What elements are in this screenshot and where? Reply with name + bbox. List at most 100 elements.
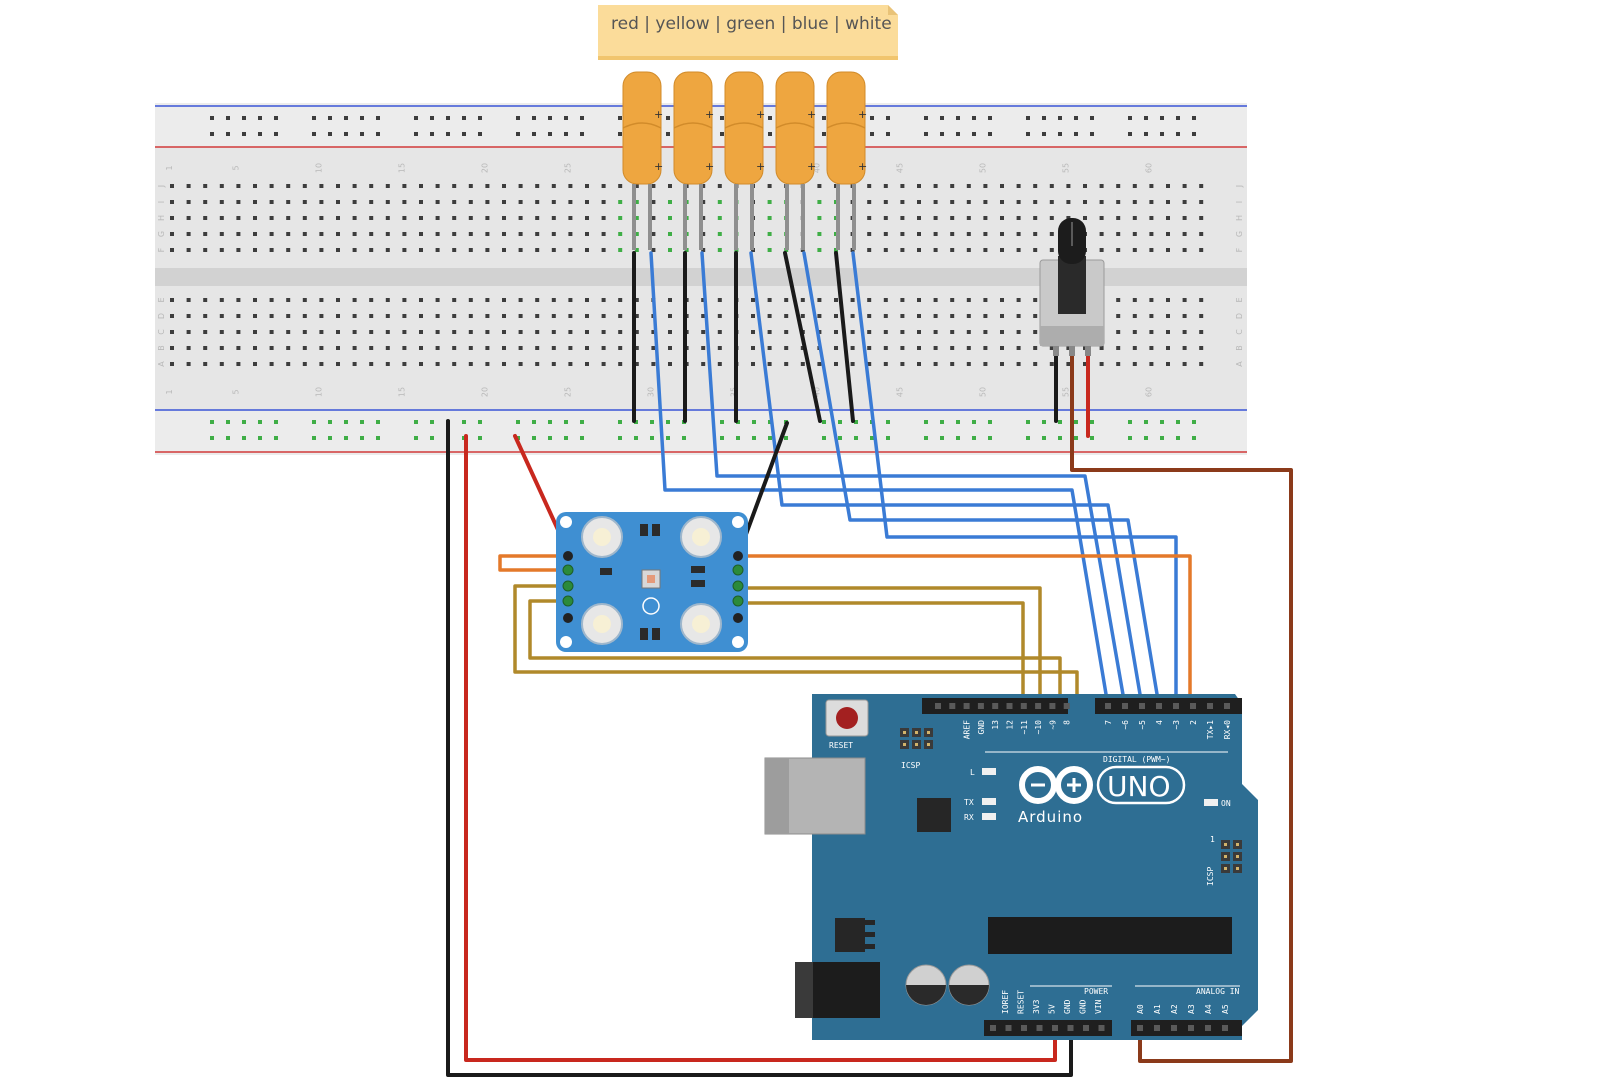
breadboard-rail-hole	[1026, 132, 1030, 136]
breadboard-hole	[717, 346, 722, 350]
header-pin	[1036, 1025, 1043, 1031]
breadboard-rail-hole	[258, 116, 262, 120]
breadboard-hole	[1016, 330, 1021, 334]
breadboard-hole	[867, 216, 872, 220]
icsp-pin-contact	[927, 743, 930, 746]
breadboard-hole	[452, 298, 457, 302]
breadboard-hole	[219, 248, 224, 252]
breadboard-hole	[966, 184, 971, 188]
sensor-pins	[562, 551, 744, 623]
breadboard-hole	[883, 232, 888, 236]
breadboard-hole	[1199, 200, 1204, 204]
icsp-pin-contact	[1224, 867, 1227, 870]
breadboard-hole	[385, 216, 390, 220]
breadboard-rail-hole	[1090, 132, 1094, 136]
breadboard-row-letter: I	[157, 201, 166, 203]
breadboard-rail-hole	[1144, 132, 1148, 136]
breadboard-hole	[1116, 216, 1121, 220]
breadboard-rail-hole	[1192, 132, 1196, 136]
breadboard-hole	[1083, 200, 1087, 204]
breadboard-hole	[369, 314, 374, 318]
breadboard-hole	[186, 314, 191, 318]
pot-leg-3	[1085, 346, 1091, 356]
breadboard-hole	[170, 232, 174, 236]
breadboard-hole	[1016, 200, 1021, 204]
breadboard-hole	[435, 200, 440, 204]
breadboard-hole	[900, 232, 905, 236]
led-leg-cathode	[785, 184, 789, 250]
breadboard-rail-hole	[548, 436, 552, 440]
breadboard-hole	[485, 184, 490, 188]
header-pin	[1005, 1025, 1012, 1031]
breadboard-hole	[385, 346, 390, 350]
breadboard-hole	[1049, 200, 1054, 204]
breadboard-hole	[352, 362, 357, 366]
breadboard-hole	[585, 346, 589, 350]
breadboard-hole	[867, 248, 872, 252]
breadboard-hole	[784, 362, 789, 366]
breadboard-hole	[1199, 232, 1204, 236]
breadboard-hole	[269, 346, 274, 350]
breadboard-rail-hole	[768, 436, 772, 440]
breadboard-hole	[1166, 216, 1170, 220]
breadboard-hole	[302, 232, 307, 236]
header-pin	[1205, 1025, 1211, 1031]
breadboard-rail-hole	[1160, 420, 1164, 424]
breadboard-hole	[369, 248, 374, 252]
breadboard-hole	[1000, 314, 1004, 318]
breadboard-hole	[751, 346, 755, 350]
breadboard-hole	[1149, 184, 1154, 188]
breadboard-hole	[1149, 216, 1154, 220]
icsp-pin-contact	[1236, 855, 1239, 858]
breadboard-hole	[983, 346, 988, 350]
header-pin	[1224, 703, 1230, 709]
breadboard-hole	[468, 200, 473, 204]
breadboard-rail-hole	[924, 116, 928, 120]
breadboard-rail-hole	[768, 132, 772, 136]
breadboard-rail-hole	[312, 436, 316, 440]
breadboard-hole	[518, 330, 523, 334]
sensor-led-br	[680, 603, 722, 645]
breadboard-hole	[502, 330, 506, 334]
breadboard-hole	[883, 330, 888, 334]
breadboard-hole	[983, 298, 988, 302]
power-pin-label: 3V3	[1032, 999, 1041, 1014]
breadboard-hole	[767, 232, 772, 236]
breadboard-hole	[668, 232, 672, 236]
breadboard-hole	[203, 330, 208, 334]
breadboard-rail-hole	[242, 436, 246, 440]
breadboard-hole	[1166, 362, 1170, 366]
breadboard-hole	[767, 330, 772, 334]
reset-label: RESET	[829, 741, 853, 750]
breadboard-rail-hole	[344, 436, 348, 440]
breadboard-hole	[867, 184, 872, 188]
breadboard-rail-hole	[1058, 420, 1062, 424]
breadboard-hole	[236, 184, 241, 188]
header-pin	[1188, 1025, 1194, 1031]
rx-led	[982, 813, 996, 820]
breadboard-rail-hole	[430, 116, 434, 120]
breadboard-hole	[435, 330, 440, 334]
breadboard-hole	[551, 362, 556, 366]
led-polarity-mark: +	[807, 108, 816, 121]
breadboard-hole	[1132, 248, 1137, 252]
potentiometer	[1039, 218, 1105, 356]
sensor-led-tr	[680, 516, 722, 558]
breadboard-hole	[585, 248, 589, 252]
breadboard-hole	[1000, 330, 1004, 334]
breadboard-hole	[933, 248, 938, 252]
top-pin-label: AREF	[963, 720, 972, 739]
sensor-smd-4	[691, 580, 705, 587]
breadboard-hole	[535, 346, 540, 350]
breadboard-hole	[917, 298, 921, 302]
breadboard-hole	[634, 248, 639, 252]
breadboard-rail-hole	[752, 436, 756, 440]
breadboard-rail-hole	[1176, 116, 1180, 120]
icsp-pin-contact	[915, 731, 918, 734]
digital-label: DIGITAL (PWM~)	[1103, 755, 1170, 764]
breadboard-hole	[883, 248, 888, 252]
breadboard-hole	[502, 298, 506, 302]
sensor-pin	[563, 551, 573, 561]
led-leg-cathode	[734, 184, 738, 250]
